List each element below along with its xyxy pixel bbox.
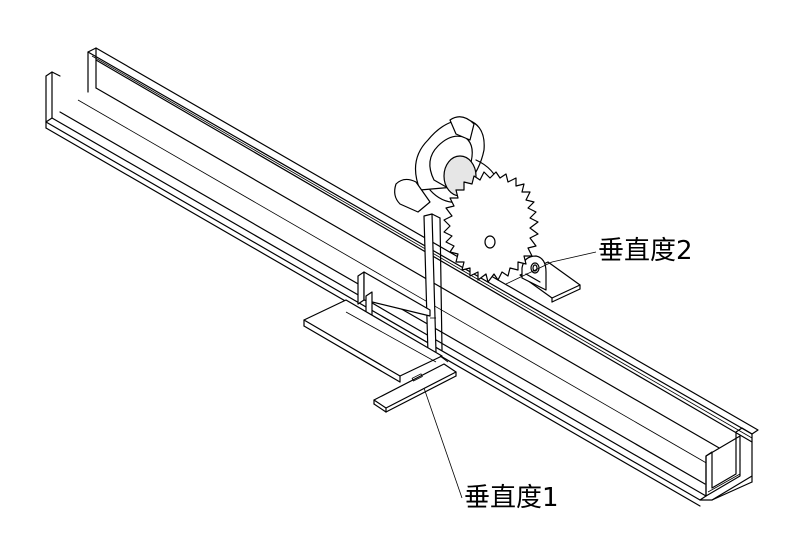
try-square-vertical [423, 213, 443, 355]
rail-channel-floor [59, 87, 741, 485]
saw-housing [394, 116, 501, 213]
fence-block [357, 271, 431, 321]
try-square-horizontal [373, 355, 457, 413]
label-perpendicularity-2: 垂直度2 [598, 236, 693, 266]
rail-back-wall [87, 47, 759, 443]
table-plate [303, 299, 443, 383]
label-perpendicularity-1: 垂直度1 [464, 483, 559, 513]
rail-end-profile [699, 427, 753, 501]
leader-lines [423, 251, 597, 499]
saw-blade [443, 171, 539, 283]
